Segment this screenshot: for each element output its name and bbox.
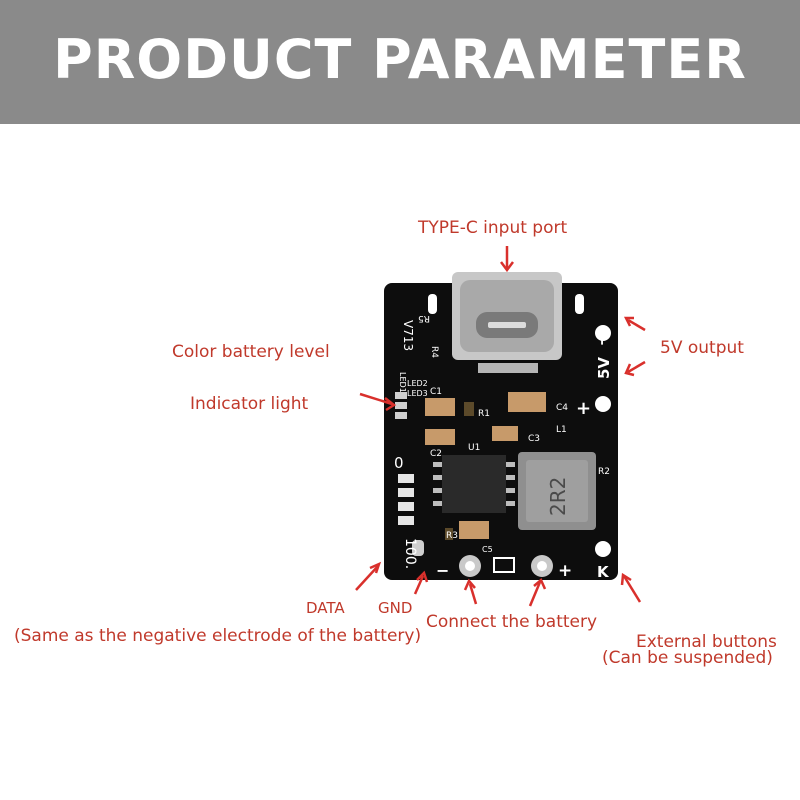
- label-connect-battery: Connect the battery: [426, 612, 598, 632]
- battery-level-pads: [398, 474, 414, 525]
- label-external-buttons: External buttons: [636, 632, 777, 652]
- silk-c4: C4: [556, 403, 568, 413]
- silk-minus-bottom: −: [436, 561, 449, 580]
- capacitor-c2: [425, 429, 455, 445]
- silk-l1: L1: [556, 425, 567, 435]
- silk-plus-top: +: [576, 398, 591, 419]
- silk-c3: C3: [528, 434, 540, 444]
- inductor-2r2: [518, 452, 596, 530]
- silk-r2: R2: [598, 467, 610, 477]
- silk-r3: R3: [446, 531, 458, 541]
- silk-minus-top: −: [593, 333, 612, 346]
- silk-led2: LED2: [407, 379, 428, 388]
- capacitor-c3: [492, 426, 518, 441]
- board-slot: [428, 294, 437, 314]
- resistor-r3: [445, 528, 453, 540]
- silk-u1: U1: [468, 443, 480, 453]
- label-5v-output: 5V output: [660, 338, 744, 358]
- silk-inductor: 2R2: [546, 477, 570, 516]
- capacitor-c1: [425, 398, 455, 416]
- label-data: DATA: [306, 599, 345, 617]
- label-same-as-negative: (Same as the negative electrode of the b…: [14, 626, 422, 646]
- pad-outline: [493, 557, 515, 573]
- label-type-c-input: TYPE-C input port: [418, 218, 568, 238]
- data-pad: [412, 540, 424, 556]
- silk-plus-bottom: +: [558, 561, 572, 581]
- silk-c2: C2: [430, 449, 442, 459]
- silk-r1: R1: [478, 409, 490, 419]
- silk-c1: C1: [430, 387, 442, 397]
- banner-title: PRODUCT PARAMETER: [53, 28, 747, 91]
- label-can-be-suspended: (Can be suspended): [602, 648, 773, 668]
- capacitor-c4: [508, 392, 546, 412]
- silk-led1: LED1: [398, 372, 407, 393]
- annotation-arrows: [355, 246, 646, 607]
- silk-r4: R4: [429, 346, 439, 358]
- silk-r5: R5: [418, 313, 430, 323]
- label-indicator-light: Indicator light: [190, 394, 309, 414]
- silk-model: V713: [401, 320, 415, 351]
- capacitor-c5: [459, 521, 489, 539]
- pad-5v-plus: [595, 396, 611, 412]
- pad-key: [595, 541, 611, 557]
- title-banner: PRODUCT PARAMETER: [0, 0, 800, 124]
- silk-hundred: 100.: [402, 538, 418, 569]
- silk-zero: 0: [394, 454, 404, 472]
- silk-c5: C5: [482, 545, 493, 554]
- silk-k: K: [597, 563, 610, 581]
- usb-type-c-connector: [452, 272, 562, 373]
- label-gnd: GND: [378, 599, 413, 617]
- ic-u1: [433, 455, 515, 513]
- pad-5v-minus: [595, 325, 611, 341]
- silk-led3: LED3: [407, 389, 428, 398]
- led-indicators: [395, 392, 407, 419]
- label-color-battery-level: Color battery level: [172, 342, 330, 362]
- board-slot: [575, 294, 584, 314]
- silk-5v: 5V: [595, 357, 613, 379]
- resistor-r1: [464, 402, 474, 416]
